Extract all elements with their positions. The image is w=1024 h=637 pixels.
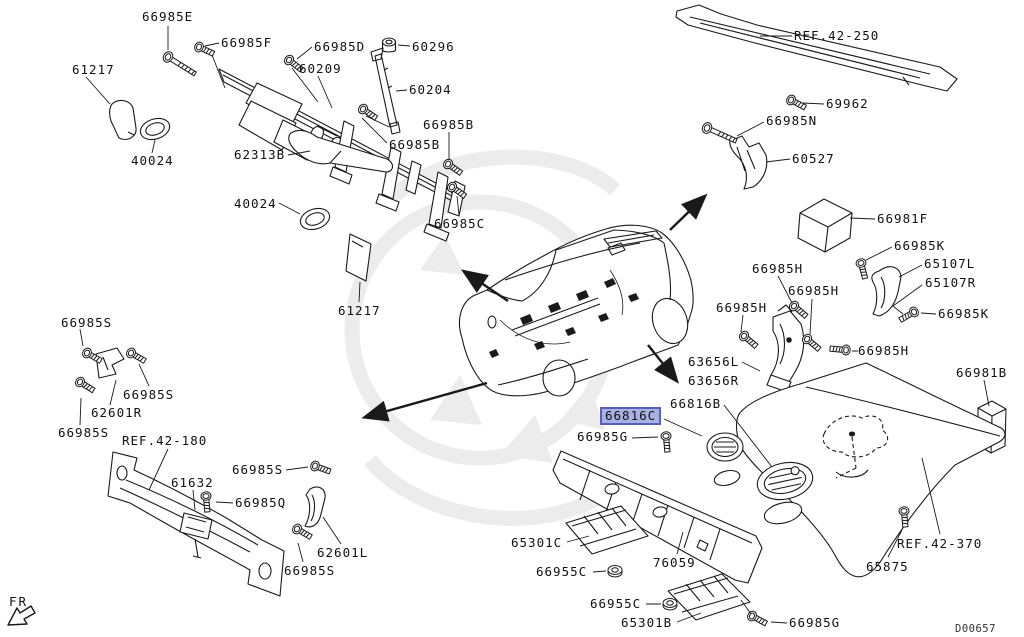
part-label[interactable]: 66985E — [142, 9, 194, 24]
part-label[interactable]: 65301C — [511, 535, 563, 550]
part-label[interactable]: 66985S — [58, 425, 110, 440]
fr-arrow-icon — [7, 605, 36, 626]
part-label[interactable]: 66985H — [858, 343, 910, 358]
part-label[interactable]: 66985Q — [235, 495, 287, 510]
part-label[interactable]: 61217 — [72, 62, 115, 77]
part-label[interactable]: 63656L — [688, 354, 740, 369]
part-label[interactable]: 66985G — [577, 429, 629, 444]
part-label[interactable]: 60296 — [412, 39, 455, 54]
part-label[interactable]: 60527 — [792, 151, 835, 166]
part-label[interactable]: 66985D — [314, 39, 366, 54]
part-label[interactable]: 61217 — [338, 303, 381, 318]
cowl-panel — [675, 4, 958, 190]
part-label[interactable]: 66985H — [716, 300, 768, 315]
part-label[interactable]: 66985S — [61, 315, 113, 330]
selected-part-label[interactable]: 66816C — [600, 407, 662, 425]
part-label[interactable]: 76059 — [653, 555, 696, 570]
part-label[interactable]: 66816B — [670, 396, 722, 411]
part-label[interactable]: 66985H — [752, 261, 804, 276]
part-label[interactable]: 66981F — [877, 211, 929, 226]
part-label[interactable]: 66985S — [284, 563, 336, 578]
part-label[interactable]: 66985H — [788, 283, 840, 298]
part-label[interactable]: 65875 — [866, 559, 909, 574]
part-label[interactable]: 62601L — [317, 545, 369, 560]
part-label[interactable]: 66955C — [536, 564, 588, 579]
part-label[interactable]: 65107R — [925, 275, 977, 290]
crossmember-assembly — [109, 37, 466, 282]
right-brackets — [766, 198, 1007, 454]
part-label[interactable]: 66985K — [938, 306, 990, 321]
part-label[interactable]: 61632 — [171, 475, 214, 490]
part-label[interactable]: 62313B — [234, 147, 286, 162]
part-label[interactable]: 60209 — [299, 61, 342, 76]
ref-label[interactable]: REF.42-250 — [794, 28, 880, 43]
part-label[interactable]: 62601R — [91, 405, 143, 420]
front-support — [95, 347, 326, 597]
part-label[interactable]: 65301B — [621, 615, 673, 630]
part-label[interactable]: 66985S — [232, 462, 284, 477]
part-label[interactable]: 66955C — [590, 596, 642, 611]
part-label[interactable]: 40024 — [131, 153, 174, 168]
rear-end-panel — [552, 450, 763, 621]
rear-shelf-panel — [706, 362, 1006, 578]
part-label[interactable]: 66985B — [423, 117, 475, 132]
part-label[interactable]: 40024 — [234, 196, 277, 211]
part-label[interactable]: 66985S — [123, 387, 175, 402]
part-label[interactable]: 66981B — [956, 365, 1008, 380]
part-label[interactable]: 60204 — [409, 82, 452, 97]
part-label[interactable]: 66985B — [389, 137, 441, 152]
part-label[interactable]: 66985F — [221, 35, 273, 50]
ref-label[interactable]: REF.42-370 — [897, 536, 983, 551]
ref-label[interactable]: REF.42-180 — [122, 433, 208, 448]
part-label[interactable]: 65107L — [924, 256, 976, 271]
part-label[interactable]: 63656R — [688, 373, 740, 388]
part-label[interactable]: 66985N — [766, 113, 818, 128]
leader-lines — [79, 26, 990, 624]
car-illustration — [458, 224, 694, 397]
part-label[interactable]: 66985G — [789, 615, 841, 630]
drawing-number: D00657 — [955, 623, 996, 635]
part-label[interactable]: 66985K — [894, 238, 946, 253]
direction-arrows — [361, 193, 708, 422]
part-label[interactable]: 69962 — [826, 96, 869, 111]
fr-direction-marker: FR — [9, 594, 29, 609]
part-label[interactable]: 66985C — [434, 216, 486, 231]
